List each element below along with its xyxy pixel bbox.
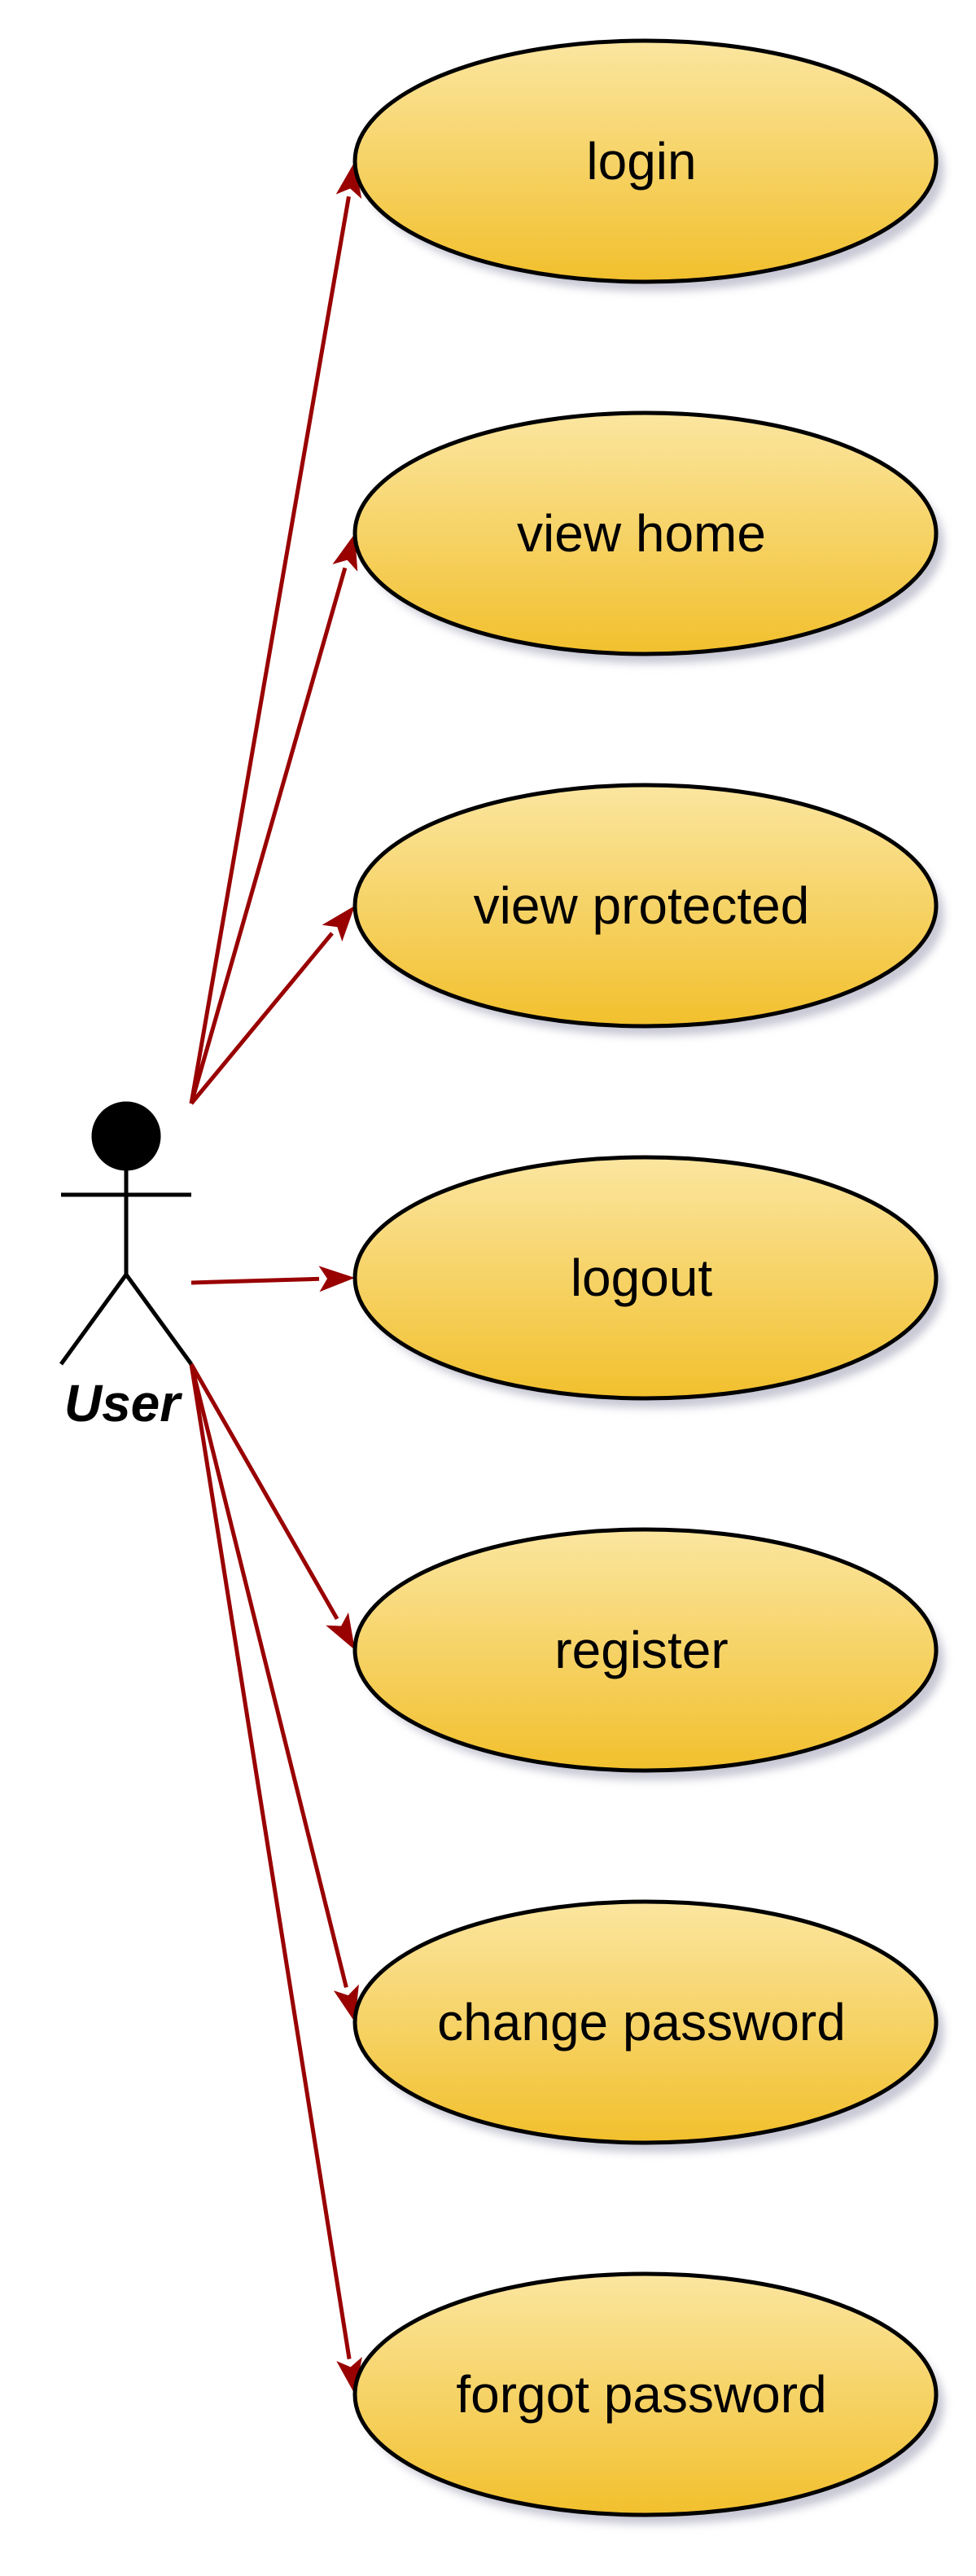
use-case-login [352,38,939,284]
use-case-label: view home [517,504,766,563]
association-arrowhead-change-password [333,1984,359,2022]
actor-user: User [59,1101,194,1433]
actor-right-leg [124,1273,194,1366]
association-arrowhead-register [326,1612,355,1650]
association-line-login [189,195,351,1104]
association-arrowhead-logout [318,1266,355,1292]
use-case-label: register [554,1621,728,1679]
use-case-label: view protected [474,876,810,935]
use-case-view-protected [352,783,939,1029]
association-line-change-password [189,1363,348,1988]
actor-head [91,1101,161,1171]
association-line-register [189,1363,339,1621]
use-case-view-home [352,410,939,656]
use-case-label: login [586,132,696,191]
use-cases: login view home view protected logout regist… [352,38,944,2525]
actor-label: User [64,1374,182,1433]
association-line-view-protected [190,932,334,1105]
associations [189,161,362,2394]
use-case-logout [352,1155,939,1401]
use-case-forgot-password [352,2271,939,2517]
use-case-label: logout [571,1249,713,1307]
use-case-change-password [352,1899,939,2145]
stick-figure-icon [59,1101,194,1366]
association-arrowhead-view-protected [322,906,355,942]
actor-left-leg [59,1273,129,1366]
association-arrowhead-view-home [332,533,358,572]
use-case-register [352,1527,939,1773]
association-line-forgot-password [189,1363,352,2359]
use-case-label: forgot password [456,2365,826,2424]
use-case-label: change password [437,1993,846,2052]
association-line-logout [190,1276,320,1285]
association-line-view-home [189,567,348,1104]
